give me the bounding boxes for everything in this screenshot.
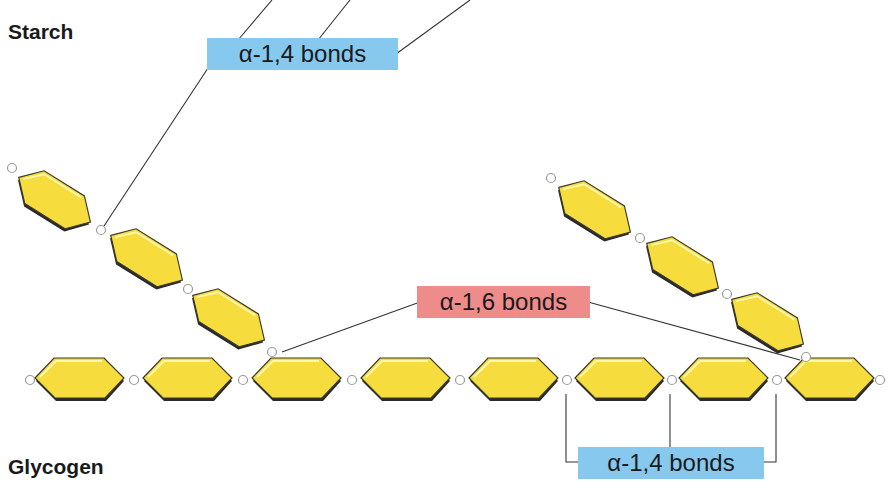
bond-label-box: α-1,4 bonds — [207, 38, 398, 70]
bond-label-box: α-1,4 bonds — [578, 447, 764, 479]
glycogen-chain — [35, 358, 874, 401]
bond-label: α-1,6 bonds — [440, 290, 567, 314]
polymer-name: Starch — [8, 20, 73, 44]
leader-lines — [104, 0, 800, 462]
polymer-name: Glycogen — [8, 455, 104, 479]
starch-branch — [7, 161, 274, 358]
glycogen-branch — [547, 171, 813, 362]
bond-label-box: α-1,6 bonds — [417, 286, 590, 318]
glycosidic-bonds — [8, 164, 885, 385]
bond-label: α-1,4 bonds — [239, 42, 366, 66]
bond-label: α-1,4 bonds — [607, 451, 734, 475]
